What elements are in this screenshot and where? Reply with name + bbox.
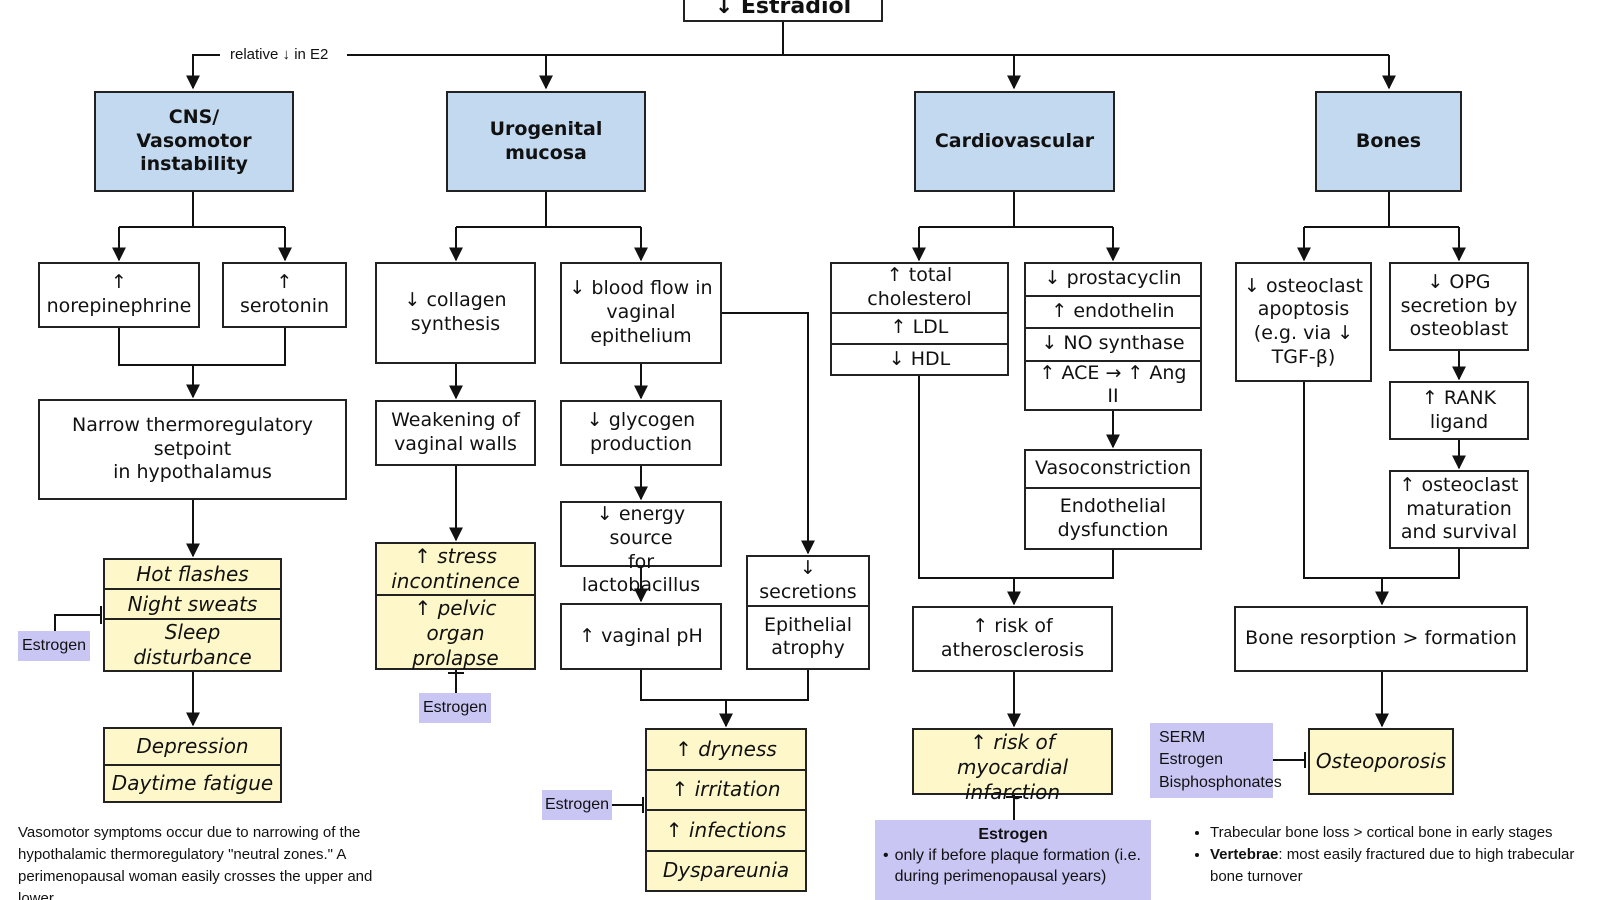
vaginal-walls-box: Weakening of vaginal walls (375, 400, 536, 466)
collagen-label: ↓ collagen synthesis (404, 289, 507, 335)
bones-note-item: Trabecular bone loss > cortical bone in … (1210, 822, 1592, 844)
cns-estrogen-badge: Estrogen (18, 631, 90, 661)
cns-footnote: Vasomotor symptoms occur due to narrowin… (18, 824, 373, 900)
osteoclast-apoptosis-box: ↓ osteoclast apoptosis (e.g. via ↓ TGF-β… (1235, 262, 1372, 382)
serotonin-box: ↑ serotonin (222, 262, 347, 328)
epithelial-atrophy-label: Epithelial atrophy (748, 604, 868, 669)
bone-drugs-badge: SERM Estrogen Bisphosphonates (1150, 723, 1282, 798)
myocardial-infarction-box: ↑ risk of myocardial infarction (912, 728, 1113, 804)
vaginal-walls-label: Weakening of vaginal walls (391, 409, 520, 455)
symptom-hot-flashes: Hot flashes (136, 561, 249, 586)
norepinephrine-label: ↑ norepinephrine (46, 271, 192, 317)
energy-source-box: ↓ energy source for lactobacillus (560, 501, 722, 596)
bone-resorption-box: Bone resorption > formation (1234, 606, 1528, 672)
uro-estrogen-badge: Estrogen (419, 693, 491, 723)
ldl-label: ↑ LDL (832, 311, 1007, 343)
endothelial-factors-box: ↓ prostacyclin ↑ endothelin ↓ NO synthas… (1024, 262, 1202, 411)
bones-header-label: Bones (1355, 129, 1422, 152)
serotonin-label: ↑ serotonin (239, 271, 330, 317)
stress-incontinence-label: ↑ stress incontinence (391, 544, 520, 593)
atherosclerosis-label: ↑ risk of atherosclerosis (940, 615, 1085, 661)
rank-ligand-label: ↑ RANK ligand (1421, 386, 1497, 433)
cns-header: CNS/ Vasomotor instability (94, 91, 294, 192)
cardio-estrogen-title: Estrogen (978, 826, 1048, 843)
blood-flow-label: ↓ blood flow in vaginal epithelium (569, 277, 713, 347)
opg-label: ↓ OPG secretion by osteoblast (1400, 270, 1518, 341)
bones-note-text: Trabecular bone loss > cortical bone in … (1210, 824, 1553, 841)
dryness-label: ↑ dryness (675, 736, 777, 761)
infections-label: ↑ infections (647, 809, 805, 850)
opg-box: ↓ OPG secretion by osteoblast (1389, 262, 1529, 351)
osteoclast-maturation-label: ↑ osteoclast maturation and survival (1399, 473, 1519, 544)
estradiol-box: ↓ Estradiol (683, 0, 883, 22)
endothelin-label: ↑ endothelin (1026, 294, 1200, 328)
symptom-daytime-fatigue: Daytime fatigue (105, 764, 280, 801)
dyspareunia-label: Dyspareunia (647, 849, 805, 891)
cardio-estrogen-badge: Estrogen • only if before plaque formati… (875, 820, 1151, 900)
bones-note-bold: Vertebrae (1210, 846, 1279, 863)
prostacyclin-label: ↓ prostacyclin (1044, 267, 1182, 290)
secretions-label: ↓ secretions (759, 557, 857, 603)
symptom-depression: Depression (136, 734, 249, 758)
osteoporosis-box: Osteoporosis (1308, 728, 1454, 795)
no-synthase-label: ↓ NO synthase (1026, 327, 1200, 360)
myocardial-infarction-label: ↑ risk of myocardial infarction (956, 730, 1069, 804)
cardio-estrogen-note-row: • only if before plaque formation (i.e. … (883, 845, 1143, 887)
late-symptoms-box: Depression Daytime fatigue (103, 727, 282, 803)
relative-e2-label: relative ↓ in E2 (226, 46, 333, 63)
pelvic-prolapse-label: ↑ pelvic organ prolapse (377, 594, 534, 671)
bones-note-item: Vertebrae: most easily fractured due to … (1210, 844, 1592, 888)
lipids-box: ↑ total cholesterol ↑ LDL ↓ HDL (830, 262, 1009, 376)
total-cholesterol-label: ↑ total cholesterol (867, 264, 972, 310)
osteoclast-apoptosis-label: ↓ osteoclast apoptosis (e.g. via ↓ TGF-β… (1244, 274, 1363, 368)
vasoconstriction-label: Vasoconstriction (1034, 457, 1192, 480)
atherosclerosis-box: ↑ risk of atherosclerosis (912, 606, 1113, 672)
estradiol-label: ↓ Estradiol (714, 0, 852, 19)
symptom-night-sweats: Night sweats (105, 588, 280, 618)
glycogen-label: ↓ glycogen production (586, 409, 696, 455)
energy-source-label: ↓ energy source for lactobacillus (581, 503, 701, 597)
urogenital-header: Urogenital mucosa (446, 91, 646, 192)
bone-resorption-label: Bone resorption > formation (1245, 627, 1517, 650)
bullet-icon: • (883, 847, 889, 864)
bones-header: Bones (1315, 91, 1462, 192)
bones-note-text: : most easily fractured due to high trab… (1210, 846, 1575, 885)
vaginal-estrogen-badge: Estrogen (542, 790, 612, 820)
setpoint-box: Narrow thermoregulatory setpoint in hypo… (38, 399, 347, 500)
norepinephrine-box: ↑ norepinephrine (38, 262, 200, 328)
blood-flow-box: ↓ blood flow in vaginal epithelium (560, 262, 722, 364)
vaginal-symptoms-box: ↑ dryness ↑ irritation ↑ infections Dysp… (645, 728, 807, 892)
irritation-label: ↑ irritation (647, 768, 805, 810)
vaginal-ph-label: ↑ vaginal pH (579, 624, 703, 647)
osteoclast-maturation-box: ↑ osteoclast maturation and survival (1389, 470, 1529, 549)
collagen-box: ↓ collagen synthesis (375, 262, 536, 364)
setpoint-label: Narrow thermoregulatory setpoint in hypo… (72, 413, 313, 484)
urogenital-header-label: Urogenital mucosa (489, 117, 603, 164)
cardiovascular-header: Cardiovascular (914, 91, 1115, 192)
cardio-estrogen-note: only if before plaque formation (i.e. du… (894, 847, 1141, 885)
cns-header-label: CNS/ Vasomotor instability (136, 105, 252, 176)
osteoporosis-label: Osteoporosis (1315, 749, 1447, 773)
atrophy-box: ↓ secretions Epithelial atrophy (746, 555, 870, 670)
endothelial-dysfunction-label: Endothelial dysfunction (1026, 487, 1200, 548)
vaginal-ph-box: ↑ vaginal pH (560, 603, 722, 670)
rank-ligand-box: ↑ RANK ligand (1389, 381, 1529, 440)
pelvic-outcomes-box: ↑ stress incontinence ↑ pelvic organ pro… (375, 542, 536, 670)
hdl-label: ↓ HDL (832, 342, 1007, 374)
ace-ang-label: ↑ ACE → ↑ Ang II (1026, 359, 1200, 410)
bones-notes: Trabecular bone loss > cortical bone in … (1192, 822, 1592, 900)
vasoconstriction-box: Vasoconstriction Endothelial dysfunction (1024, 449, 1202, 550)
vasomotor-symptoms-box: Hot flashes Night sweats Sleep disturban… (103, 558, 282, 672)
symptom-sleep-disturbance: Sleep disturbance (105, 618, 280, 670)
cardiovascular-header-label: Cardiovascular (934, 129, 1095, 152)
glycogen-box: ↓ glycogen production (560, 400, 722, 466)
